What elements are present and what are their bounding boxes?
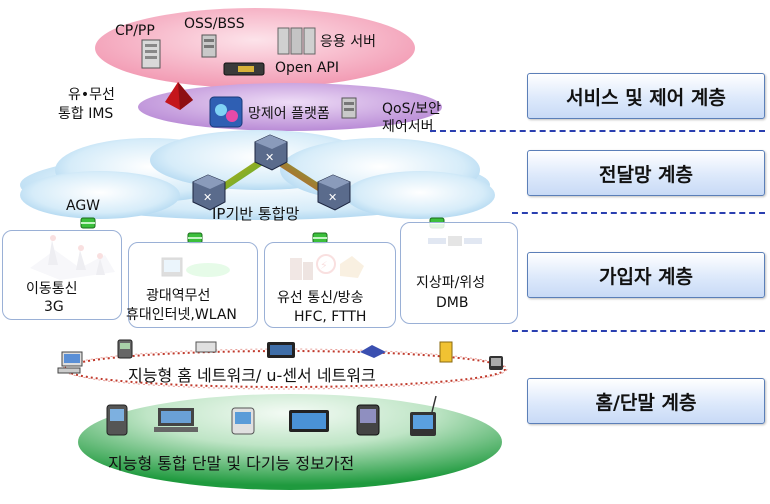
- layer-access: 가입자 계층: [527, 252, 765, 298]
- separator-1: [430, 130, 765, 132]
- handheld-icon: [356, 404, 380, 436]
- oss-bss-label: OSS/BSS: [184, 16, 245, 32]
- ims-label-2: 통합 IMS: [58, 106, 114, 122]
- app-server-icon: [277, 27, 316, 55]
- open-api-device-icon: [223, 62, 265, 76]
- mobile-label-1: 이동통신: [26, 281, 78, 297]
- ims-pyramid-icon: [165, 82, 193, 110]
- separator-2: [512, 212, 765, 214]
- agw-icon-left: [80, 217, 96, 229]
- ip-cloud: [20, 130, 495, 220]
- portable-tv-icon: [410, 395, 437, 436]
- router-icon-right: ✕: [317, 174, 351, 211]
- svg-text:✕: ✕: [265, 151, 274, 164]
- network-control-platform-icon: [209, 96, 243, 128]
- service-ellipse: [95, 8, 415, 88]
- layer-transport: 전달망 계층: [527, 150, 765, 196]
- cp-pp-label: CP/PP: [115, 23, 155, 39]
- terminal-ellipse: [78, 394, 502, 490]
- wired-label-1: 유선 통신/방송: [277, 290, 364, 306]
- svg-text:✕: ✕: [203, 191, 212, 204]
- router-icon-left: ✕: [192, 174, 226, 211]
- phone-device-icon: [117, 339, 133, 359]
- pda-phone-icon: [106, 404, 128, 436]
- camera-device-icon: [489, 356, 503, 370]
- access-box-wlan: [128, 242, 258, 328]
- app-server-label: 응용 서버: [320, 34, 376, 50]
- mobile-label-2: 3G: [44, 299, 64, 315]
- pc-icon: [57, 351, 83, 374]
- access-box-wired: [264, 242, 396, 328]
- qos-label-2: 제어서버: [382, 119, 434, 135]
- wlan-label-1: 광대역무선: [146, 288, 211, 304]
- svg-text:✕: ✕: [328, 191, 337, 204]
- qos-server-icon: [341, 97, 357, 119]
- separator-3: [512, 330, 765, 332]
- ims-label-1: 유•무선: [68, 87, 115, 103]
- wired-label-2: HFC, FTTH: [294, 309, 367, 325]
- wlan-label-2: 휴대인터넷,WLAN: [126, 307, 237, 323]
- qos-label-1: QoS/보안: [382, 101, 441, 117]
- terminals-label: 지능형 통합 단말 및 다기능 정보가전: [108, 454, 355, 473]
- sensor-device-icon: [439, 341, 453, 363]
- tv-device-icon: [267, 342, 295, 358]
- open-api-label: Open API: [275, 60, 339, 76]
- router-icon-top: ✕: [254, 134, 288, 171]
- cp-pp-server-icon: [141, 39, 161, 69]
- agw-label: AGW: [66, 198, 101, 214]
- laptop-icon: [154, 408, 198, 432]
- layer-home-terminal: 홈/단말 계층: [527, 378, 765, 424]
- smartphone-icon: [231, 407, 255, 435]
- home-network-label: 지능형 홈 네트워크/ u-센서 네트워크: [128, 366, 376, 385]
- access-box-mobile: [2, 230, 122, 320]
- layer-service-control: 서비스 및 제어 계층: [527, 73, 765, 119]
- home-network-ring: [64, 350, 506, 388]
- set-top-box-icon: [195, 341, 217, 353]
- dmb-label-2: DMB: [436, 295, 469, 311]
- ip-network-label: IP기반 통합망: [212, 205, 300, 223]
- flat-tv-icon: [289, 410, 329, 432]
- access-box-dmb: [400, 222, 518, 324]
- router-device-icon: [360, 345, 386, 358]
- dmb-label-1: 지상파/위성: [416, 275, 486, 291]
- oss-bss-server-icon: [201, 34, 217, 58]
- network-control-label: 망제어 플랫폼: [248, 106, 330, 122]
